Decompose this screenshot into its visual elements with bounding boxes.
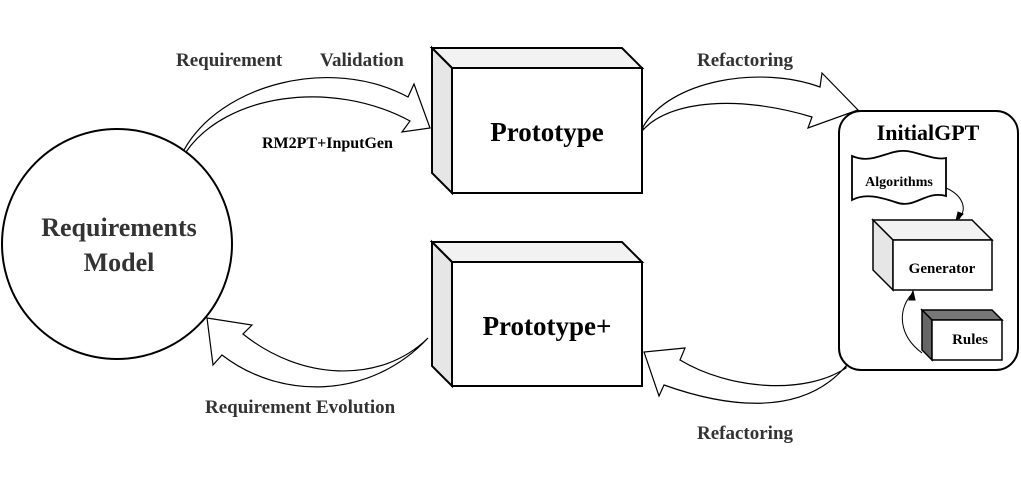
refactoring-bottom-arrow-shape — [643, 347, 847, 404]
rules-label: Rules — [952, 332, 988, 348]
requirement-validation-arrow — [183, 77, 431, 153]
prototype-plus-box-front — [451, 261, 643, 387]
prototype-plus-box-top — [429, 241, 645, 263]
rules-box-top — [920, 309, 1004, 321]
prototype-node[interactable]: Prototype — [429, 45, 645, 196]
prototype-label: Prototype — [490, 117, 603, 147]
algorithms-shape — [851, 149, 947, 205]
initialgpt-title: InitialGPT — [877, 120, 980, 145]
rules-box-front — [931, 319, 1003, 361]
rules-to-generator-edge — [901, 294, 923, 354]
refactoring-top-arrow-shape — [642, 71, 860, 132]
algorithms-label: Algorithms — [865, 175, 933, 190]
algorithms-node[interactable]: Algorithms — [851, 149, 947, 205]
requirements-model-node[interactable]: Requirements Model — [1, 128, 233, 360]
requirement-evolution-arrow — [206, 317, 429, 388]
refactoring-bottom-arrow — [643, 347, 847, 404]
requirement-evolution-label: Requirement Evolution — [205, 397, 396, 418]
refactoring-top-arrow — [642, 71, 860, 132]
prototype-box-side — [431, 45, 453, 196]
requirements-model-label-line1: Requirements — [41, 213, 197, 242]
prototype-box-front — [451, 67, 643, 194]
requirements-model-circle — [1, 128, 233, 360]
generator-label: Generator — [909, 261, 976, 277]
rules-box-side — [921, 308, 933, 362]
initialgpt-node[interactable]: InitialGPT Algorithms Generator Rules — [838, 110, 1019, 371]
requirement-validation-arrow-shape — [183, 77, 431, 153]
requirement-validation-label-part2: Validation — [320, 50, 404, 71]
prototype-plus-box-side — [431, 239, 453, 389]
rules-to-generator-arrowhead — [908, 289, 916, 301]
rules-node[interactable]: Rules — [920, 308, 1004, 362]
refactoring-top-label: Refactoring — [697, 50, 794, 71]
requirement-validation-label-part1: Requirement — [176, 50, 283, 71]
requirement-evolution-arrow-shape — [206, 317, 429, 388]
algorithms-to-generator-arrowhead — [955, 211, 964, 223]
prototype-plus-node[interactable]: Prototype+ — [429, 239, 645, 389]
generator-node[interactable]: Generator — [871, 218, 994, 292]
prototype-box-top — [429, 47, 645, 69]
refactoring-bottom-label: Refactoring — [697, 423, 794, 444]
generator-box-front — [892, 239, 993, 291]
prototype-plus-label: Prototype+ — [483, 311, 612, 341]
rm2pt-inputgen-label: RM2PT+InputGen — [262, 135, 393, 152]
requirements-model-label-line2: Model — [84, 248, 155, 277]
